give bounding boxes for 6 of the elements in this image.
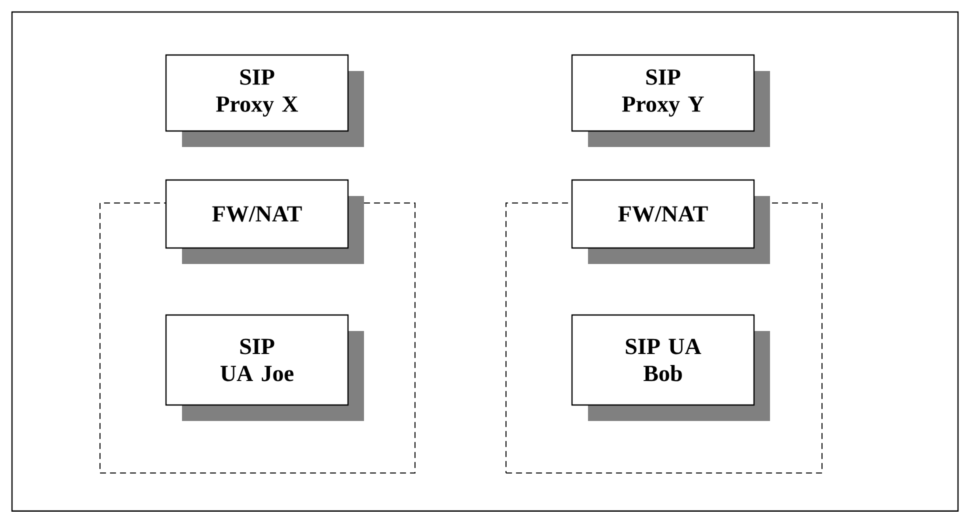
process-box: SIP UA Bob bbox=[571, 314, 770, 421]
process-box: SIP Proxy X bbox=[165, 54, 364, 147]
process-box: SIP Proxy Y bbox=[571, 54, 770, 147]
process-box: FW/NAT bbox=[165, 179, 364, 264]
process-box: FW/NAT bbox=[571, 179, 770, 264]
process-box: SIP UA Joe bbox=[165, 314, 364, 421]
